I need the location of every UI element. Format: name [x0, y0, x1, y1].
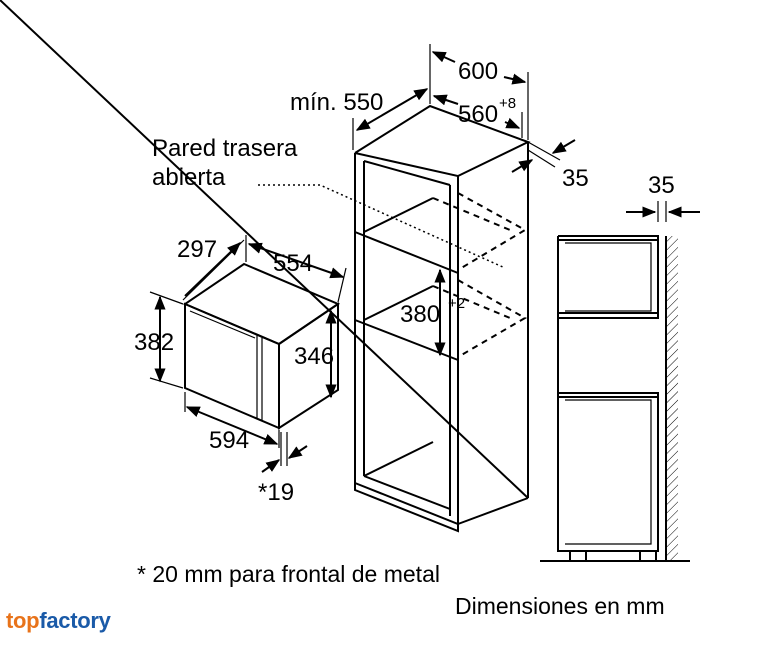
dim-346-label: 346 [294, 343, 334, 370]
dim-35-top-label: 35 [562, 165, 589, 192]
rear-wall-label-line2: abierta [152, 164, 226, 191]
brand-logo: topfactory [6, 608, 111, 634]
dim-600-label: 600 [458, 58, 498, 85]
dim-560-label: 560 [458, 101, 498, 128]
side-view-drawing [540, 201, 700, 562]
dim-min550-label: mín. 550 [290, 89, 383, 116]
dim-297-label: 297 [177, 236, 217, 263]
dim-594-label: 594 [209, 427, 249, 454]
metal-front-footnote: * 20 mm para frontal de metal [137, 561, 440, 587]
dim-380-tolerance: +2 [448, 295, 465, 312]
dim-380-label: 380 [400, 301, 440, 328]
brand-logo-part2: factory [39, 608, 111, 633]
units-note: Dimensiones en mm [455, 593, 665, 619]
rear-wall-label-line1: Pared trasera [152, 135, 298, 162]
dim-35-side-label: 35 [648, 172, 675, 199]
dim-19-label: *19 [258, 479, 294, 506]
dim-382-label: 382 [134, 329, 174, 356]
dim-560-tolerance: +8 [499, 95, 516, 112]
tall-cabinet-drawing [0, 0, 576, 533]
brand-logo-part1: top [6, 608, 40, 633]
